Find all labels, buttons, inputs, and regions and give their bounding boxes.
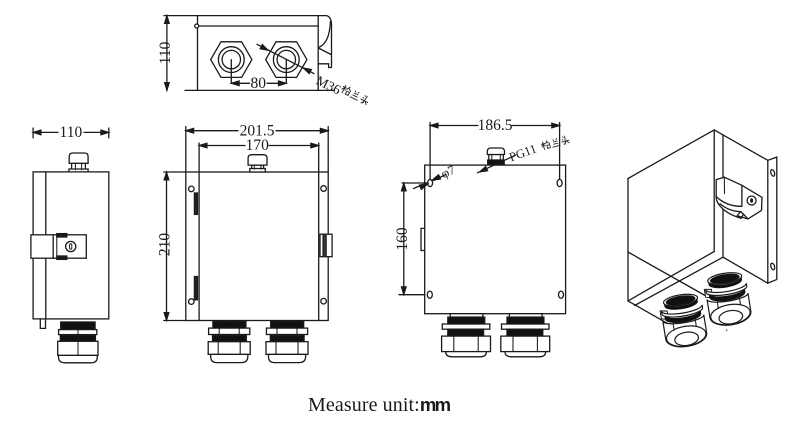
svg-text:Measure unit:mm: Measure unit:mm <box>308 394 451 416</box>
svg-text:210: 210 <box>157 233 174 257</box>
svg-text:170: 170 <box>246 137 270 154</box>
svg-text:110: 110 <box>157 41 174 64</box>
svg-text:160: 160 <box>394 227 411 251</box>
svg-text:PG11: PG11 <box>507 142 538 165</box>
svg-text:M36: M36 <box>314 73 344 98</box>
svg-text:φ7: φ7 <box>438 161 457 181</box>
svg-text:110: 110 <box>60 124 83 141</box>
svg-text:186.5: 186.5 <box>478 117 513 134</box>
svg-text:80: 80 <box>251 75 267 92</box>
svg-text:201.5: 201.5 <box>240 122 275 139</box>
